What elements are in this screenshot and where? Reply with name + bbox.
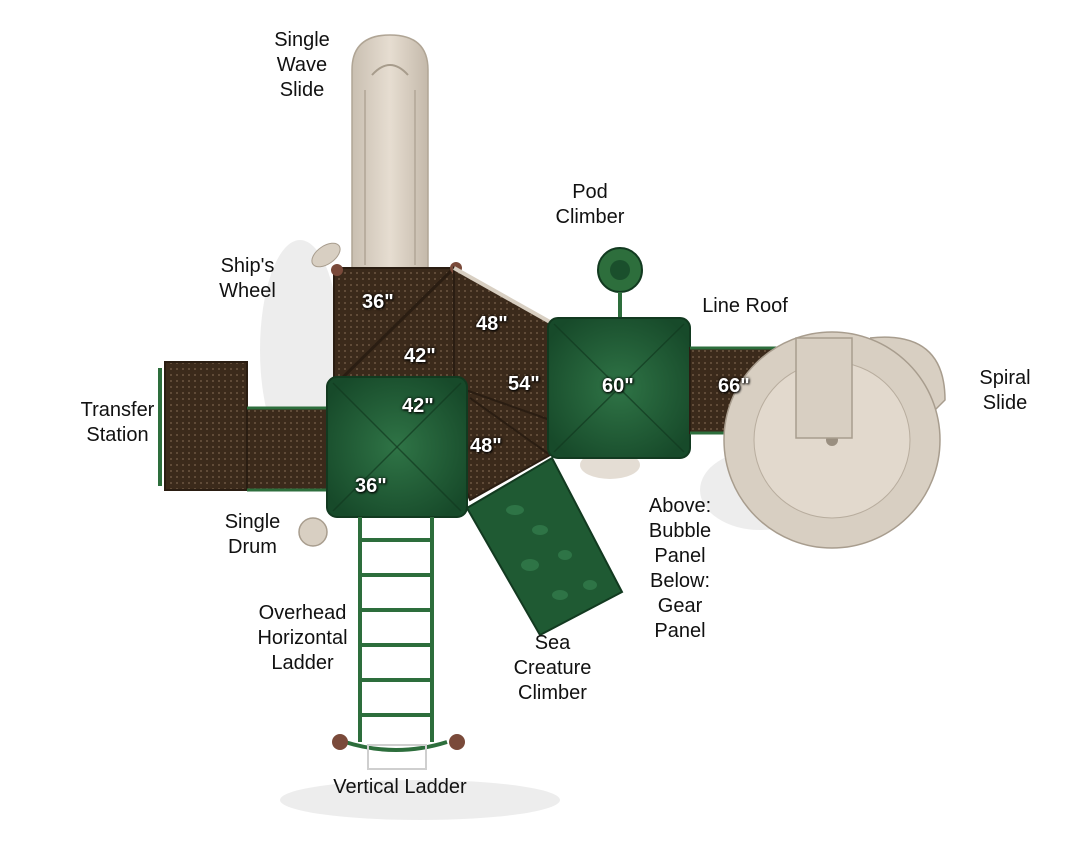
label-line-roof: Line Roof — [702, 295, 788, 317]
height-deck-top-left: 36" — [362, 291, 394, 313]
label-ships-wheel: Ship's Wheel — [219, 255, 276, 302]
height-deck-mid-upper: 42" — [404, 345, 436, 367]
pod-climber — [597, 247, 643, 322]
label-overhead-horizontal-ladder: Overhead Horizontal Ladder — [257, 602, 348, 674]
height-ramp-lower: 48" — [470, 435, 502, 457]
height-ramp-upper: 48" — [476, 313, 508, 335]
label-bubble-gear-panel: Above: Bubble Panel Below: Gear Panel — [648, 495, 712, 642]
vertical-ladder — [332, 734, 465, 770]
single-drum — [298, 517, 328, 547]
single-wave-slide — [351, 34, 429, 271]
label-sea-creature-climber: Sea Creature Climber — [513, 632, 592, 704]
label-pod-climber: Pod Climber — [555, 181, 625, 228]
left-roof — [326, 376, 468, 518]
label-vertical-ladder: Vertical Ladder — [333, 776, 467, 798]
label-single-drum: Single Drum — [224, 511, 281, 558]
label-transfer-station: Transfer Station — [80, 399, 155, 446]
center-ramp — [453, 384, 551, 502]
height-roof-left-bottom: 36" — [355, 475, 387, 497]
overhead-horizontal-ladder — [344, 517, 448, 752]
transfer-station — [158, 361, 330, 492]
label-spiral-slide: Spiral Slide — [979, 367, 1031, 414]
height-ramp-center: 54" — [508, 373, 540, 395]
height-roof-right: 60" — [602, 375, 634, 397]
height-deck-right: 66" — [718, 375, 750, 397]
height-roof-left-top: 42" — [402, 395, 434, 417]
upper-left-deck — [331, 262, 462, 388]
label-single-wave-slide: Single Wave Slide — [274, 29, 330, 101]
spiral-slide — [723, 331, 946, 549]
ships-wheel — [311, 242, 341, 268]
sea-creature-climber — [465, 456, 624, 637]
